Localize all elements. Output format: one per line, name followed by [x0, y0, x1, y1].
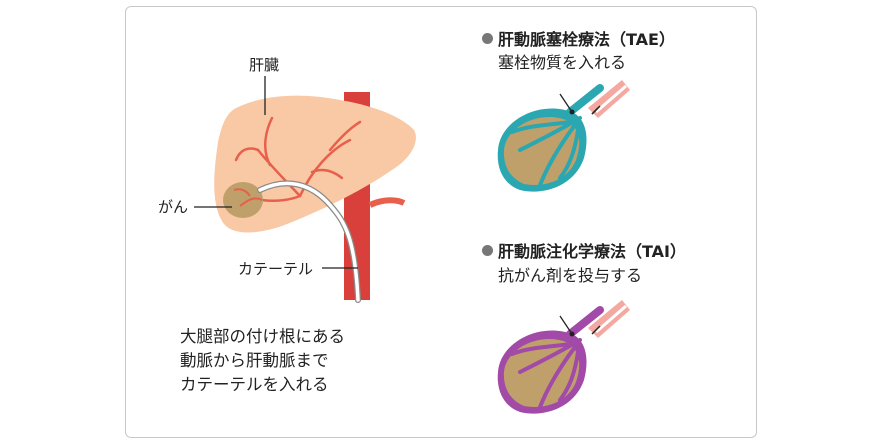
- caption-line: 動脈から肝動脈まで: [180, 351, 329, 370]
- tai-title: 肝動脈注化学療法（TAI）: [498, 242, 687, 261]
- catheter-label: カテーテル: [238, 260, 314, 278]
- caption-line: 大腿部の付け根にある: [180, 327, 345, 346]
- bullet-icon: [482, 245, 493, 256]
- caption-line: カテーテルを入れる: [180, 375, 329, 394]
- tae-illustration: [497, 80, 630, 192]
- liver-label: 肝臓: [249, 56, 280, 74]
- tae-heading: 肝動脈塞栓療法（TAE）: [482, 32, 675, 48]
- cancer-label: がん: [158, 198, 189, 216]
- tae-description: 塞栓物質を入れる: [498, 53, 627, 72]
- procedure-caption: 大腿部の付け根にある 動脈から肝動脈まで カテーテルを入れる: [180, 325, 345, 397]
- branch-artery: [368, 197, 406, 208]
- tai-heading: 肝動脈注化学療法（TAI）: [482, 244, 686, 260]
- tai-description: 抗がん剤を投与する: [498, 266, 643, 285]
- liver: [214, 95, 416, 233]
- hepatic-arteries: [234, 116, 362, 203]
- liver-tumor: [223, 182, 263, 218]
- tai-illustration: [497, 300, 630, 414]
- bullet-icon: [482, 33, 493, 44]
- tae-title: 肝動脈塞栓療法（TAE）: [498, 30, 675, 49]
